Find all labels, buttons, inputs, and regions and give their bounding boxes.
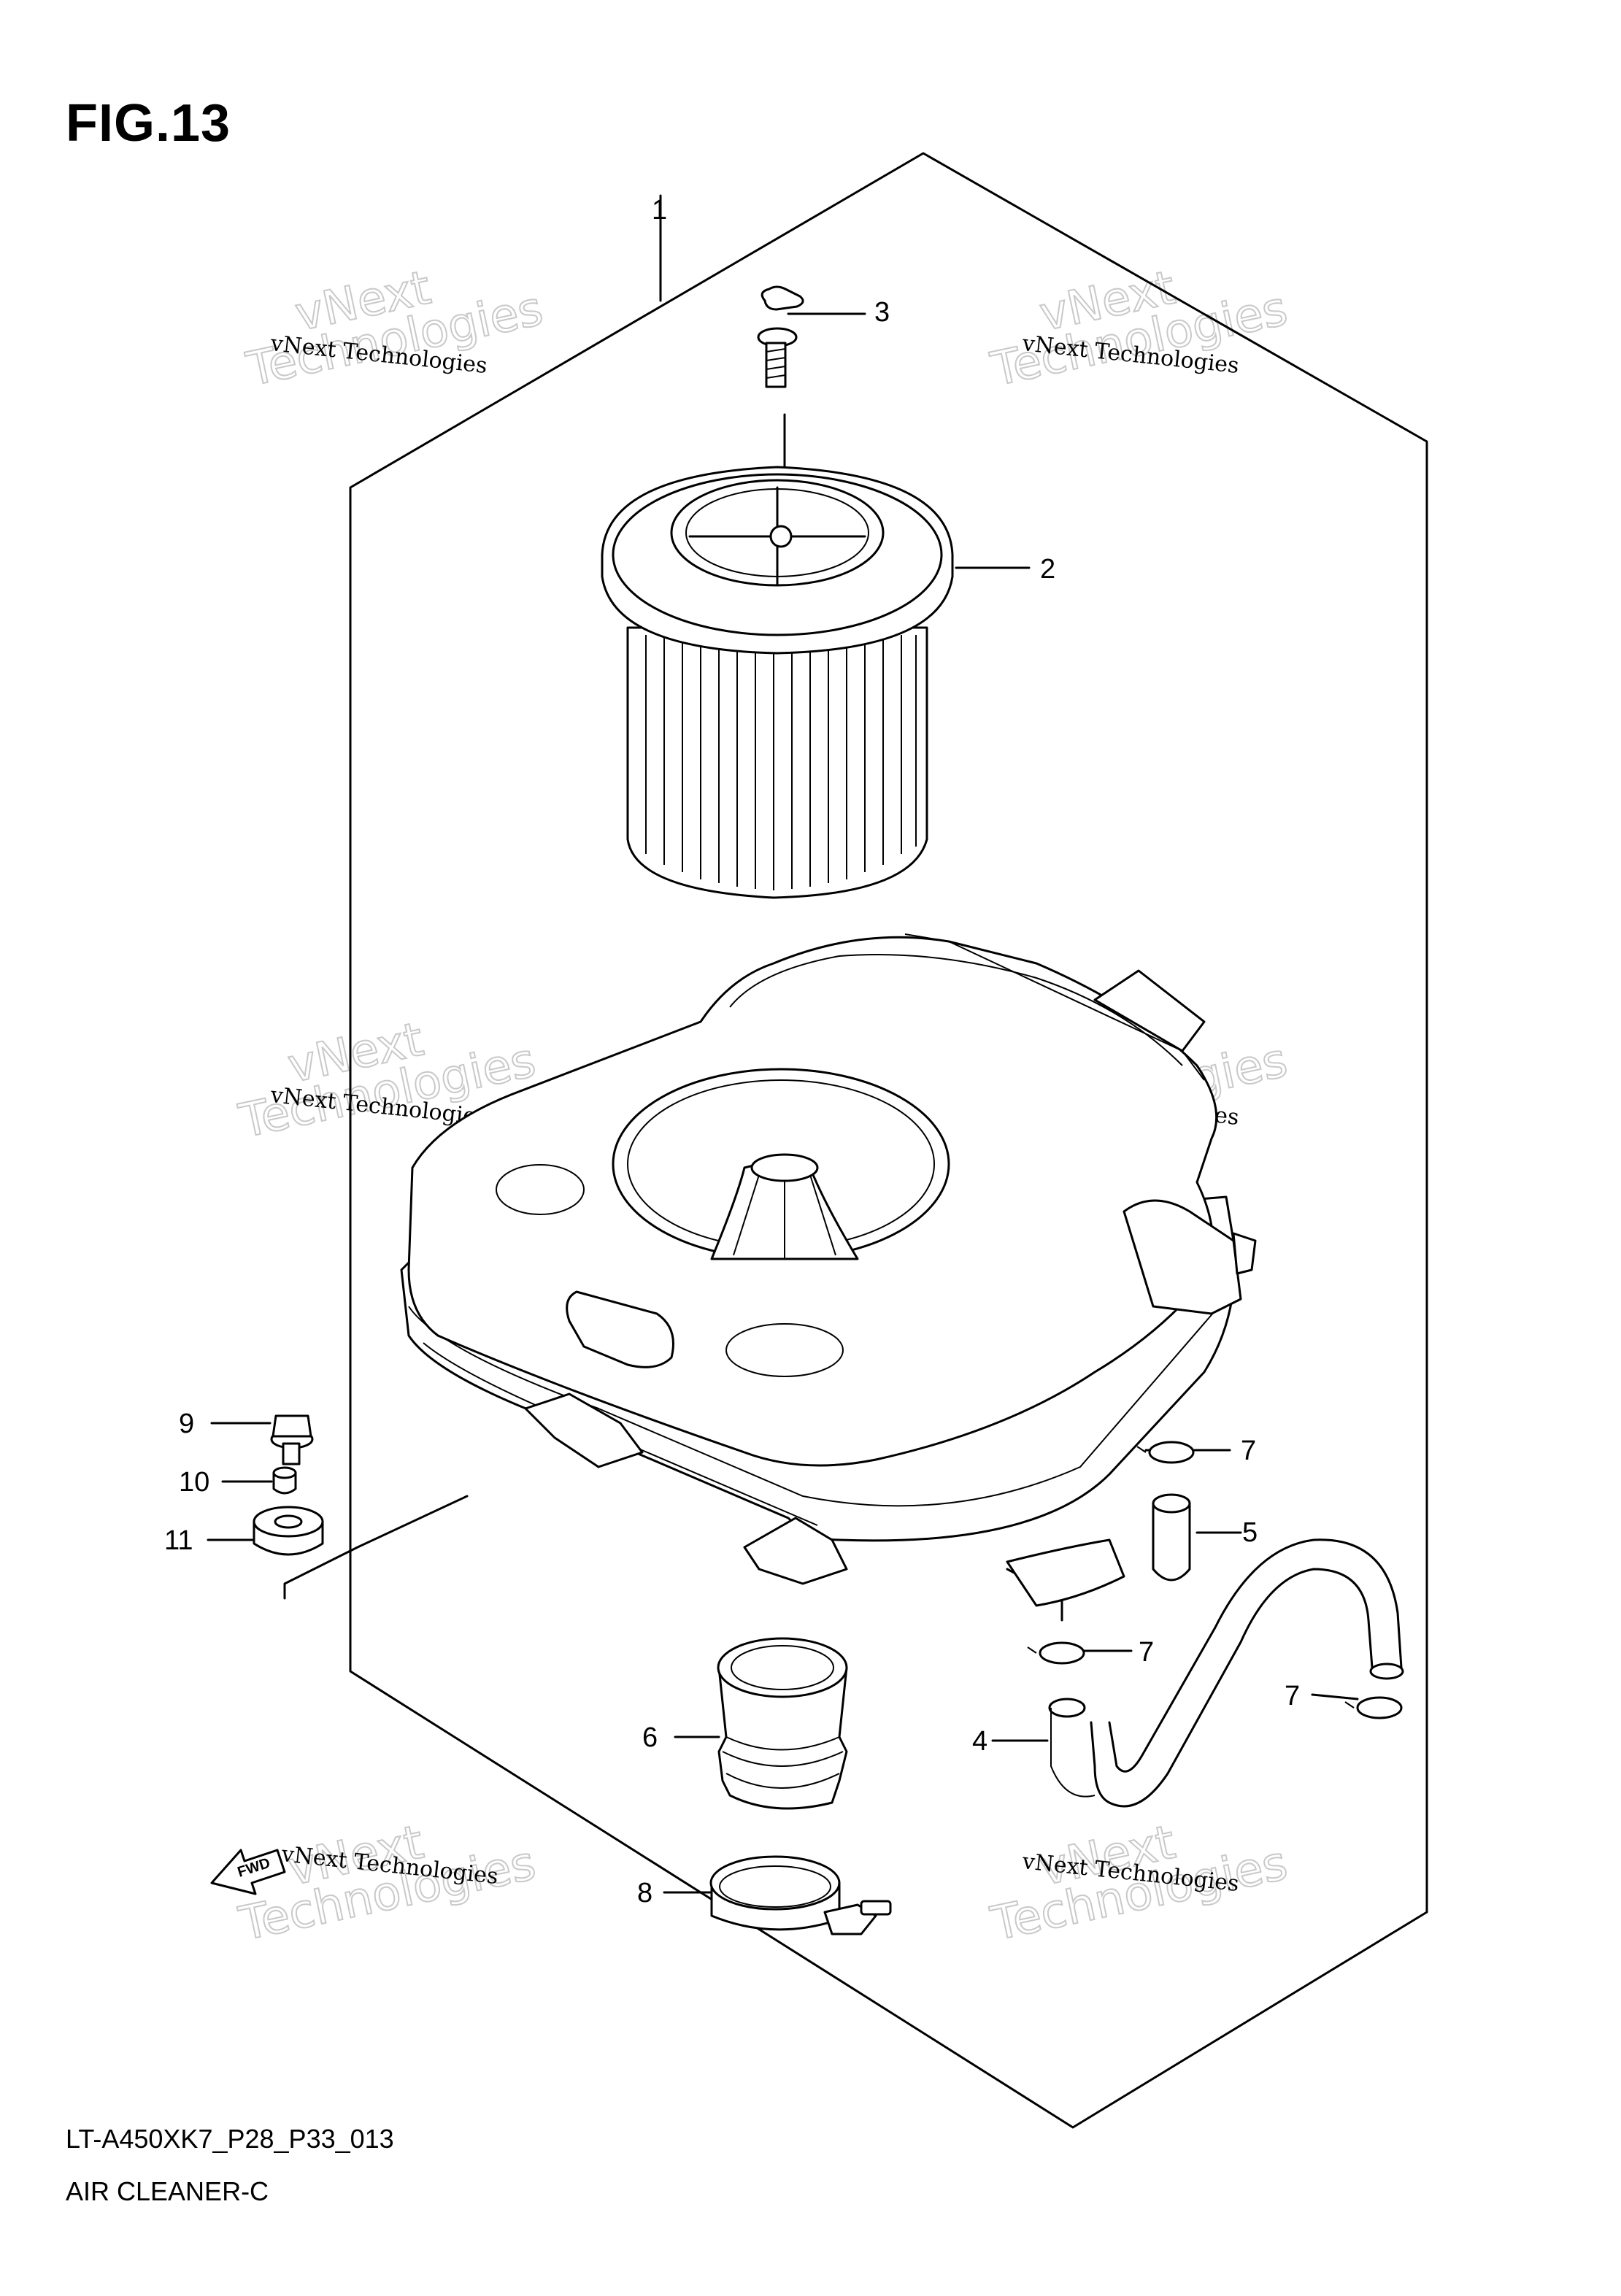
hose-clamp-part-8: [709, 1855, 892, 1935]
callout-labels: 1 2 3 4 5 6 7 7 7 8 9 10 11: [164, 195, 1300, 1908]
callout-3: 3: [874, 297, 890, 328]
figure-code: LT-A450XK7_P28_P33_013: [66, 2124, 394, 2154]
callout-9: 9: [179, 1409, 194, 1439]
forward-direction-indicator: FWD: [210, 1849, 286, 1895]
clip-part-7: [1136, 1441, 1195, 1464]
air-cleaner-case: [400, 933, 1257, 1607]
callout-11: 11: [164, 1525, 193, 1556]
callout-7: 7: [1241, 1436, 1256, 1466]
callout-10: 10: [179, 1467, 209, 1498]
air-filter-element-part-2: [601, 466, 954, 899]
clip-part-7: [1344, 1696, 1403, 1719]
bolt-part-9: [270, 1414, 314, 1465]
callout-8: 8: [637, 1878, 652, 1908]
wing-bolt-part-3: [757, 285, 804, 388]
callout-1: 1: [652, 195, 667, 226]
collar-part-10: [272, 1466, 297, 1495]
hose-part-5: [1152, 1493, 1191, 1582]
callout-4: 4: [972, 1726, 987, 1757]
grommet-part-11: [253, 1506, 324, 1556]
assembly-outline: [349, 152, 1428, 2129]
intake-boot-part-6: [717, 1637, 848, 1810]
callout-6: 6: [642, 1722, 658, 1753]
figure-name: AIR CLEANER-C: [66, 2176, 269, 2206]
figure-title: FIG.13: [66, 94, 231, 153]
clip-part-7: [1027, 1641, 1085, 1665]
callout-7: 7: [1139, 1637, 1154, 1668]
callout-7: 7: [1285, 1681, 1300, 1711]
breather-hose-part-4: [1048, 1538, 1404, 1808]
callout-5: 5: [1242, 1517, 1258, 1548]
callout-2: 2: [1040, 554, 1055, 585]
